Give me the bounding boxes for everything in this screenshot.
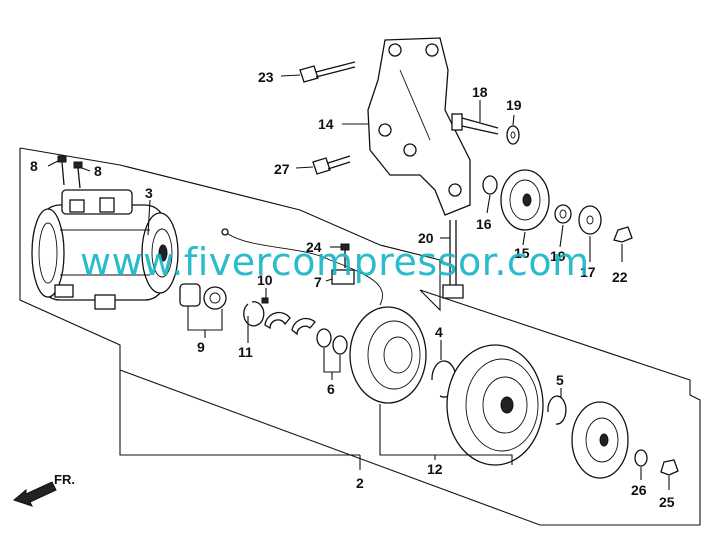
bearing-shells bbox=[264, 311, 316, 336]
callout-12: 12 bbox=[427, 461, 443, 477]
callout-20: 20 bbox=[418, 230, 434, 246]
callout-19-pulley: 19 bbox=[550, 248, 566, 264]
callout-2: 2 bbox=[356, 475, 364, 491]
callout-22: 22 bbox=[612, 269, 628, 285]
callout-8-right: 8 bbox=[94, 163, 102, 179]
front-direction-indicator: FR. bbox=[12, 472, 75, 507]
callout-5: 5 bbox=[556, 372, 564, 388]
callout-10: 10 bbox=[257, 272, 273, 288]
nut-22 bbox=[613, 226, 633, 243]
bolt-8-right bbox=[73, 161, 83, 189]
callout-9: 9 bbox=[197, 339, 205, 355]
washer-17 bbox=[578, 205, 602, 235]
bolt-27 bbox=[312, 155, 351, 175]
clip-10 bbox=[261, 297, 269, 304]
callout-18: 18 bbox=[472, 84, 488, 100]
snap-ring-5 bbox=[547, 395, 567, 425]
callout-numbers: 23 14 27 18 19 16 20 15 19 17 22 8 8 3 2… bbox=[30, 69, 675, 510]
shim-26 bbox=[634, 449, 648, 467]
clutch-pulley bbox=[446, 344, 544, 466]
callout-27: 27 bbox=[274, 161, 290, 177]
callout-4: 4 bbox=[435, 324, 443, 340]
field-coil bbox=[349, 306, 427, 404]
bolt-8-left bbox=[57, 155, 67, 186]
callout-11: 11 bbox=[238, 344, 253, 360]
front-direction-arrow-icon bbox=[12, 481, 57, 507]
callout-25: 25 bbox=[659, 494, 675, 510]
bolt-18 bbox=[451, 113, 499, 135]
assembly-boundary-line bbox=[19, 147, 701, 526]
washer-19-pulley bbox=[554, 204, 572, 224]
compressor-body bbox=[31, 189, 179, 310]
callout-16: 16 bbox=[476, 216, 492, 232]
watermark-text: www.fivercompressor.com bbox=[80, 240, 590, 284]
shim-6 bbox=[316, 328, 348, 355]
bracket-7 bbox=[331, 269, 355, 285]
callout-14: 14 bbox=[318, 116, 334, 132]
callout-26: 26 bbox=[631, 482, 647, 498]
mounting-bracket bbox=[367, 37, 471, 216]
callout-8-left: 8 bbox=[30, 158, 38, 174]
snap-ring-11 bbox=[243, 301, 265, 327]
callout-19-top: 19 bbox=[506, 97, 522, 113]
callout-24: 24 bbox=[306, 239, 322, 255]
callout-7: 7 bbox=[314, 274, 322, 290]
callout-6: 6 bbox=[327, 381, 335, 397]
idler-pulley-15 bbox=[500, 169, 550, 231]
callout-3: 3 bbox=[145, 185, 153, 201]
stud-20 bbox=[442, 220, 464, 299]
washer-19-top bbox=[506, 125, 520, 145]
armature-plate bbox=[571, 401, 629, 479]
front-direction-label: FR. bbox=[54, 472, 75, 487]
coil-lead-wire bbox=[221, 228, 383, 306]
callout-15: 15 bbox=[514, 245, 530, 261]
callout-23: 23 bbox=[258, 69, 274, 85]
shaft-seal-9 bbox=[179, 283, 227, 310]
bolt-23 bbox=[299, 61, 356, 83]
leader-lines bbox=[47, 74, 670, 490]
callout-17: 17 bbox=[580, 264, 596, 280]
nut-25 bbox=[660, 459, 679, 476]
nut-16 bbox=[482, 175, 498, 195]
